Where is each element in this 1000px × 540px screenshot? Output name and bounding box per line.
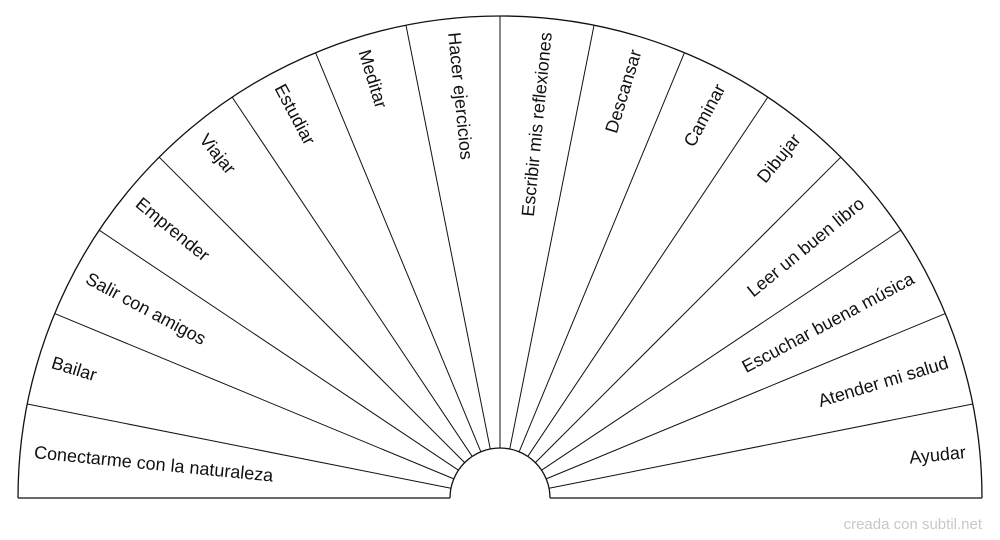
segment-divider <box>518 52 685 453</box>
segment-label: Viajar <box>195 130 239 178</box>
segment-label: Atender mi salud <box>816 353 951 411</box>
segment-divider <box>509 25 595 450</box>
segment-label: Caminar <box>680 81 730 150</box>
segment-label: Conectarme con la naturaleza <box>33 442 275 486</box>
segment-divider <box>535 156 842 463</box>
segment-label: Dibujar <box>753 130 805 187</box>
segment-label: Descansar <box>601 47 645 135</box>
segment-label: Ayudar <box>908 442 966 467</box>
segment-label: Leer un buen libro <box>743 193 868 301</box>
segment-label: Meditar <box>355 47 392 110</box>
segment-label: Salir con amigos <box>83 269 210 349</box>
credit-text: creada con subtil.net <box>843 516 982 533</box>
segment-divider <box>545 313 946 480</box>
segment-divider <box>158 156 465 463</box>
segment-divider <box>54 313 455 480</box>
segment-label: Escribir mis reflexiones <box>518 31 556 217</box>
segment-dividers <box>27 16 973 489</box>
segment-label: Bailar <box>49 353 99 386</box>
inner-hub-arc <box>449 447 551 499</box>
outer-arc <box>17 15 983 499</box>
segment-divider <box>98 229 459 471</box>
segment-label: Emprender <box>132 193 214 265</box>
segment-label: Estudiar <box>271 81 320 149</box>
segment-divider <box>231 96 473 457</box>
segment-divider <box>405 25 491 450</box>
segment-divider <box>541 229 902 471</box>
segment-label: Hacer ejercicios <box>444 31 476 160</box>
segment-divider <box>548 403 973 489</box>
segment-divider <box>315 52 482 453</box>
segment-divider <box>527 96 769 457</box>
segment-divider <box>27 403 452 489</box>
